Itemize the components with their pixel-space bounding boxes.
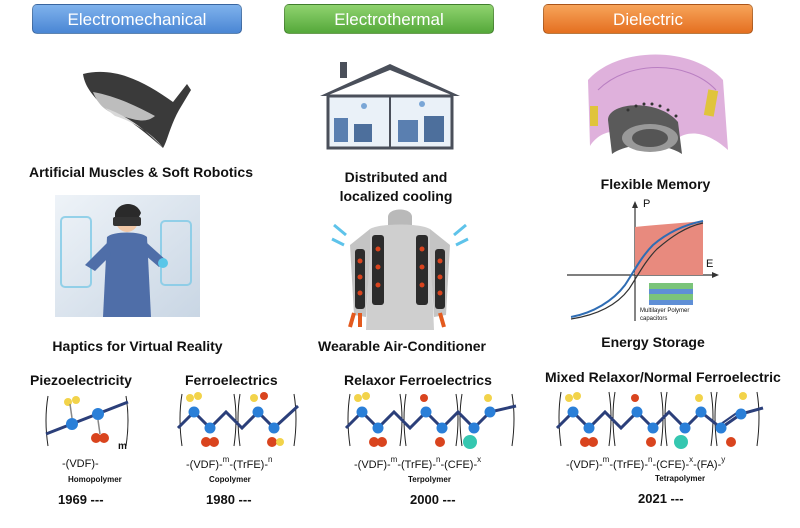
pe-inset-label: Multilayer Polymer capacitors <box>640 307 689 323</box>
copolymer-formula-trfe: -(TrFE)- <box>229 459 269 471</box>
wearable-aircon-illustration <box>331 209 469 330</box>
tetrapolymer-sub-y: y <box>721 455 726 464</box>
terpolymer-formula: -(VDF)-m-(TrFE)-n-(CFE)-x <box>354 455 481 471</box>
title-ferroelectrics: Ferroelectrics <box>185 372 278 388</box>
pe-inset-label-line1: Multilayer Polymer <box>640 308 690 314</box>
caption-artificial-muscles: Artificial Muscles & Soft Robotics <box>28 164 254 180</box>
header-electromechanical: Electromechanical <box>32 4 242 34</box>
homopolymer-molecule <box>45 395 129 447</box>
pe-axis-e: E <box>706 258 714 270</box>
house-illustration <box>320 62 460 150</box>
vr-haptics-illustration <box>55 195 200 317</box>
copolymer-sub-n: n <box>268 455 273 464</box>
terpolymer-formula-cfe: -(CFE)- <box>440 459 478 471</box>
header-electrothermal: Electrothermal <box>284 4 494 34</box>
caption-cooling-line2: localized cooling <box>339 188 453 204</box>
pe-axis-p: P <box>643 198 651 210</box>
type-terpolymer: Terpolymer <box>408 475 451 484</box>
terpolymer-sub-m: m <box>390 455 398 464</box>
tetrapolymer-formula-vdf: -(VDF)- <box>566 459 603 471</box>
title-piezoelectricity: Piezoelectricity <box>30 372 132 388</box>
caption-aircon: Wearable Air-Conditioner <box>317 338 487 354</box>
tetrapolymer-sub-n: n <box>648 455 653 464</box>
terpolymer-molecule <box>344 392 517 449</box>
terpolymer-sub-n: n <box>436 455 441 464</box>
tetrapolymer-sub-m: m <box>602 455 610 464</box>
type-copolymer: Copolymer <box>209 475 251 484</box>
tetrapolymer-formula-fa: -(FA)- <box>693 459 722 471</box>
homopolymer-formula: -(VDF)- <box>62 458 99 470</box>
caption-cooling: Distributed and localized cooling <box>316 168 476 206</box>
capacitor-stack-icon <box>649 283 693 305</box>
title-mixed: Mixed Relaxor/Normal Ferroelectric <box>545 369 781 385</box>
caption-flexible-memory: Flexible Memory <box>600 176 711 192</box>
year-2000: 2000 --- <box>410 492 456 507</box>
header-dielectric: Dielectric <box>543 4 753 34</box>
year-1969: 1969 --- <box>58 492 104 507</box>
tetrapolymer-sub-x: x <box>689 455 694 464</box>
pe-inset-label-line2: capacitors <box>640 316 668 322</box>
terpolymer-formula-trfe: -(TrFE)- <box>397 459 437 471</box>
terpolymer-formula-vdf: -(VDF)- <box>354 459 391 471</box>
title-relaxor: Relaxor Ferroelectrics <box>344 372 492 388</box>
tetrapolymer-molecule <box>555 391 764 449</box>
copolymer-formula: -(VDF)-m-(TrFE)-n <box>186 455 272 471</box>
copolymer-formula-vdf: -(VDF)- <box>186 459 223 471</box>
tetrapolymer-formula-cfe: -(CFE)- <box>652 459 690 471</box>
homopolymer-subscript: m <box>118 437 127 452</box>
year-2021: 2021 --- <box>638 491 684 506</box>
terpolymer-sub-x: x <box>477 455 482 464</box>
caption-haptics: Haptics for Virtual Reality <box>52 338 223 354</box>
tetrapolymer-formula: -(VDF)-m-(TrFE)-n-(CFE)-x-(FA)-y <box>566 455 725 471</box>
copolymer-sub-m: m <box>222 455 230 464</box>
year-1980: 1980 --- <box>206 492 252 507</box>
caption-cooling-line1: Distributed and <box>344 169 448 185</box>
type-tetrapolymer: Tetrapolymer <box>655 474 706 483</box>
type-homopolymer: Homopolymer <box>68 475 122 484</box>
copolymer-molecule <box>176 392 300 447</box>
pe-loop-plot <box>567 201 719 321</box>
soft-robot-illustration <box>83 71 191 148</box>
flexible-memory-illustration <box>588 54 728 154</box>
homopolymer-subscript-m: m <box>118 441 127 452</box>
tetrapolymer-formula-trfe: -(TrFE)- <box>609 459 649 471</box>
caption-energy-storage: Energy Storage <box>601 334 705 350</box>
